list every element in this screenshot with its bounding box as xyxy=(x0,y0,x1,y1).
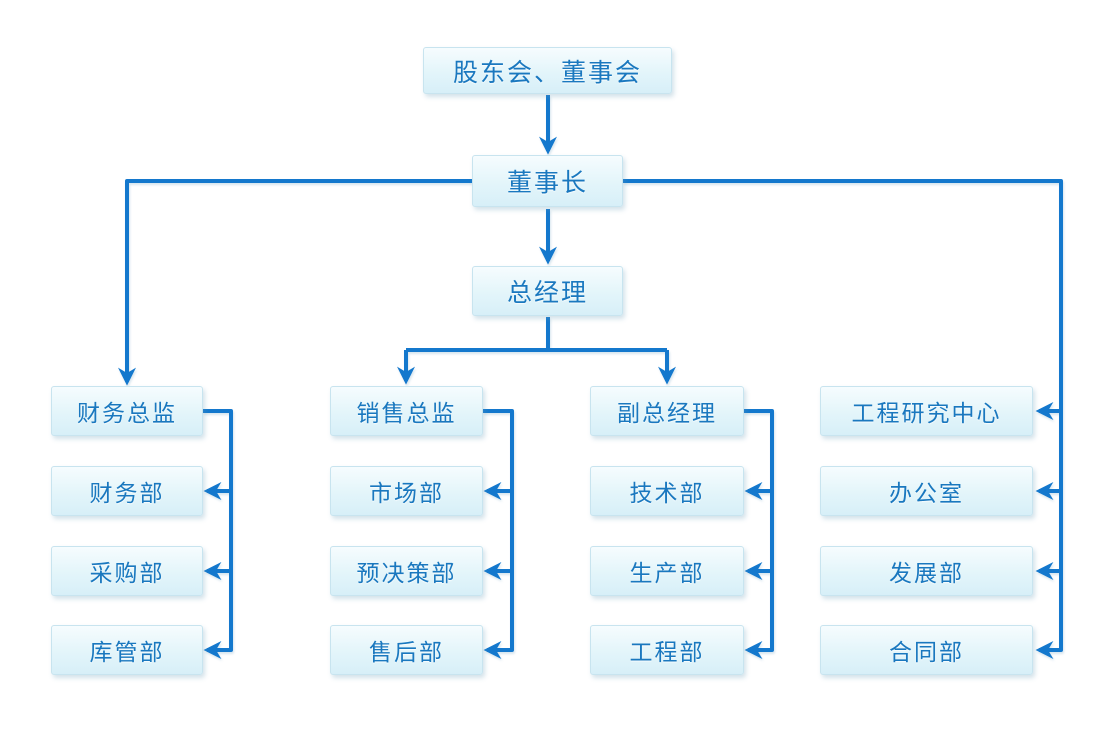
node-after-sales-dept: 售后部 xyxy=(330,625,483,675)
node-board-of-shareholders-directors: 股东会、董事会 xyxy=(423,47,672,94)
node-technology-dept: 技术部 xyxy=(590,466,744,516)
node-contract-dept: 合同部 xyxy=(820,625,1033,675)
node-engineering-research-center: 工程研究中心 xyxy=(820,386,1033,436)
node-chairman: 董事长 xyxy=(472,155,623,207)
node-warehouse-dept: 库管部 xyxy=(51,625,203,675)
node-office: 办公室 xyxy=(820,466,1033,516)
node-deputy-general-manager: 副总经理 xyxy=(590,386,744,436)
node-development-dept: 发展部 xyxy=(820,546,1033,596)
node-finance-dept: 财务部 xyxy=(51,466,203,516)
node-sales-director: 销售总监 xyxy=(330,386,483,436)
node-engineering-dept: 工程部 xyxy=(590,625,744,675)
node-marketing-dept: 市场部 xyxy=(330,466,483,516)
node-finance-director: 财务总监 xyxy=(51,386,203,436)
node-production-dept: 生产部 xyxy=(590,546,744,596)
node-general-manager: 总经理 xyxy=(472,266,623,316)
node-pre-decision-dept: 预决策部 xyxy=(330,546,483,596)
node-purchasing-dept: 采购部 xyxy=(51,546,203,596)
